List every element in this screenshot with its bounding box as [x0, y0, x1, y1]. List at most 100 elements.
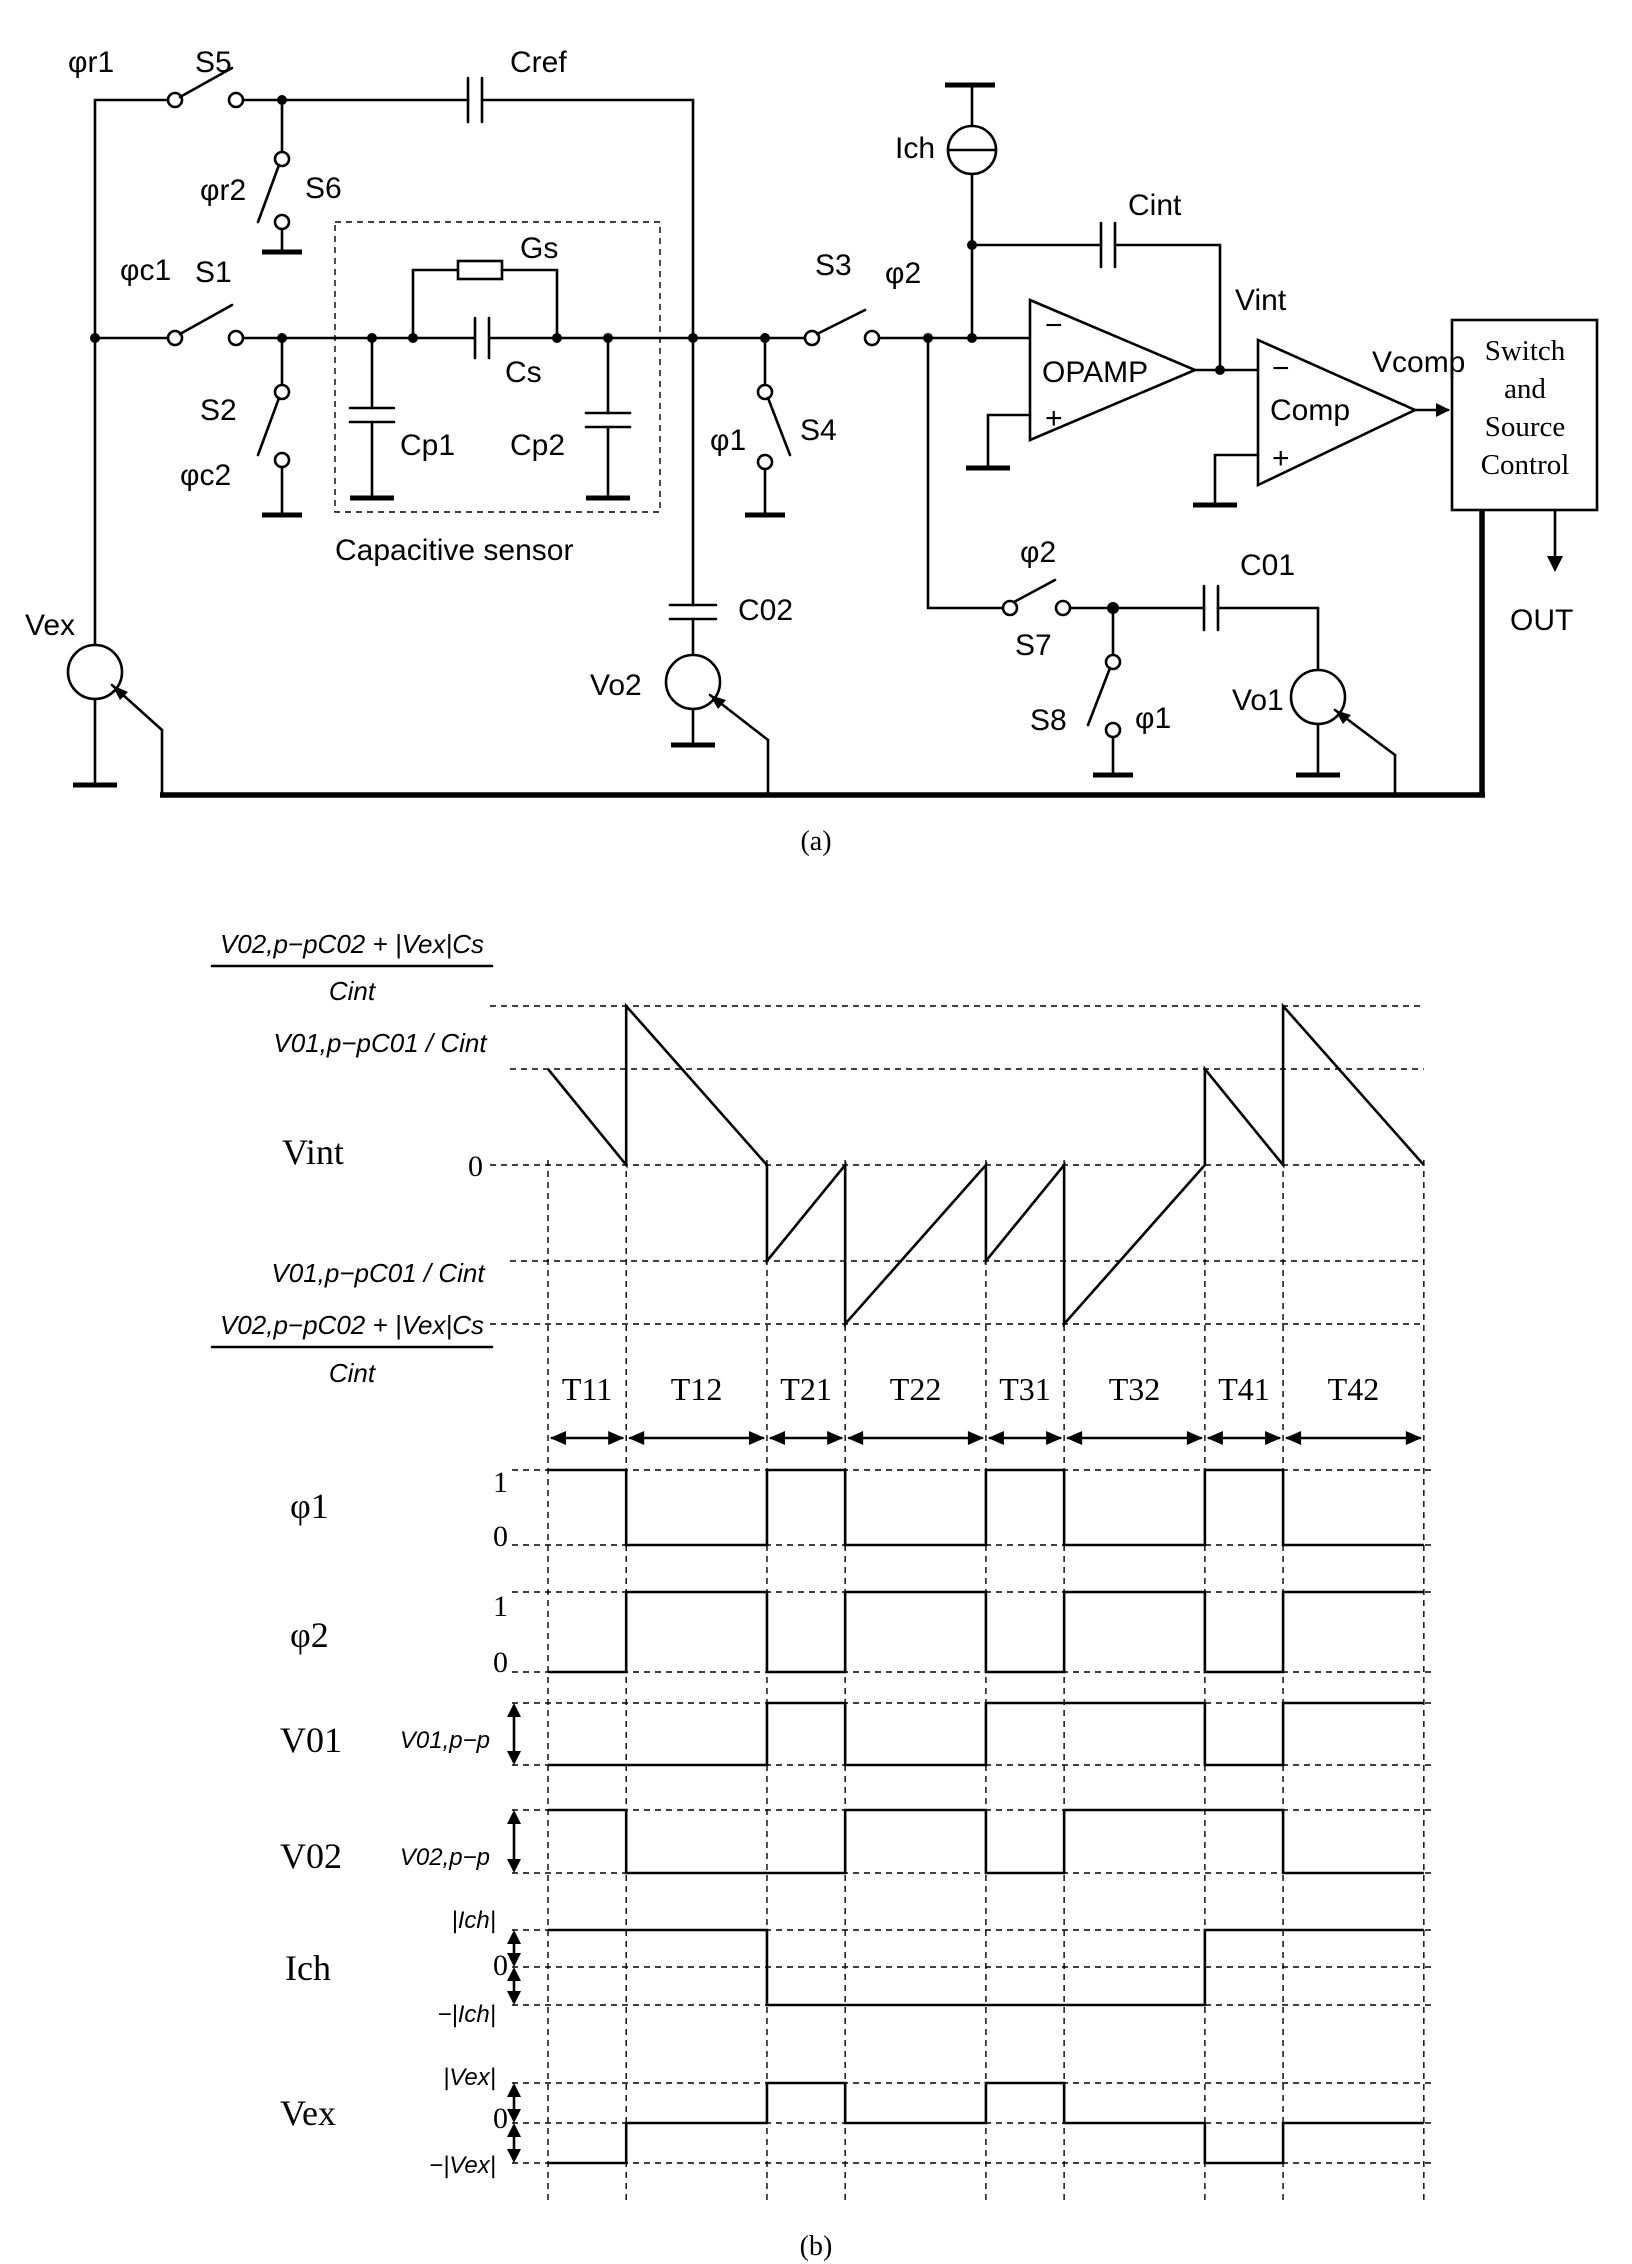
sensor-branch	[90, 221, 1032, 797]
grid-lines	[490, 1005, 1434, 2200]
interval-arrow-head	[847, 1431, 864, 1445]
comp-minus: −	[1272, 352, 1290, 385]
label-vo2: Vo2	[590, 669, 642, 702]
interval-arrow-head	[1265, 1431, 1282, 1445]
opamp-plus: +	[1045, 402, 1063, 435]
v02-amplitude-arrow-head	[507, 1859, 521, 1873]
opamp-label: OPAMP	[1042, 356, 1148, 389]
vex-pos: |Vex|	[443, 2064, 496, 2091]
interval-arrow-head	[827, 1431, 844, 1445]
v02-pp: V02,p−p	[400, 1844, 490, 1871]
interval-arrow-head	[608, 1431, 625, 1445]
v02-amplitude-arrow-head	[507, 1810, 521, 1824]
ich-neg-arrow-head	[507, 1991, 521, 2005]
label-s2: S2	[200, 394, 237, 427]
reference-branch	[93, 66, 695, 340]
vint-bottom-numerator: V02,p−pC02 + |Vex|Cs	[220, 1310, 484, 1340]
interval-arrow-head	[1046, 1431, 1063, 1445]
phi1-one: 1	[493, 1466, 508, 1499]
v01-amplitude-arrow-head	[507, 1703, 521, 1717]
vint-upper-level: V01,p−pC01 / Cint	[273, 1028, 488, 1058]
ich-pos-arrow-head	[507, 1930, 521, 1944]
vint-waveform	[546, 1002, 1425, 1328]
label-s7: S7	[1015, 629, 1052, 662]
comp-plus: +	[1272, 442, 1290, 475]
label-c02: C02	[738, 594, 793, 627]
ich-pos-arrow-head	[507, 1953, 521, 1967]
signal-phi1: φ1	[290, 1486, 329, 1526]
label-s3: S3	[815, 249, 852, 282]
label-gs: Gs	[520, 232, 558, 265]
phi2-one: 1	[493, 1590, 508, 1623]
offset-branch	[926, 336, 1397, 797]
label-phi2-s7: φ2	[1020, 536, 1056, 569]
vex-waveform	[548, 2081, 1424, 2165]
label-vo1: Vo1	[1232, 684, 1284, 717]
label-phi1-s4: φ1	[710, 424, 746, 457]
vex-zero: 0	[493, 2102, 508, 2135]
vex-neg-arrow-head	[507, 2123, 521, 2137]
label-s1: S1	[195, 256, 232, 289]
vint-zero-label: 0	[468, 1150, 483, 1183]
label-phi-r1: φr1	[68, 46, 114, 79]
label-c01: C01	[1240, 549, 1295, 582]
ich-zero: 0	[493, 1949, 508, 1982]
ich-pos: |Ich|	[452, 1907, 496, 1934]
opamp-minus: −	[1045, 309, 1063, 342]
control-line-2: and	[1504, 373, 1546, 405]
caption-a: (a)	[800, 826, 831, 857]
interval-arrow-head	[768, 1431, 785, 1445]
vint-top-numerator: V02,p−pC02 + |Vex|Cs	[220, 929, 484, 959]
vint-top-denominator: Cint	[329, 976, 377, 1006]
phi1-zero: 0	[493, 1520, 508, 1553]
signal-labels: Vint φ1 φ2 V01 V02 Ich Vex	[280, 1132, 344, 2133]
label-cp1: Cp1	[400, 429, 455, 462]
circuit-diagram: φr1 S5 Cref φr2 S6 φc1 S1 Gs Cs S2 φc2 C…	[25, 46, 1599, 857]
v02-waveform	[548, 1808, 1424, 1875]
vint-bottom-denominator: Cint	[329, 1358, 377, 1388]
phi1-waveform	[548, 1468, 1424, 1547]
interval-label: T21	[780, 1371, 832, 1407]
phi2-zero: 0	[493, 1646, 508, 1679]
v01-pp: V01,p−p	[400, 1727, 490, 1754]
signal-ich: Ich	[285, 1948, 331, 1988]
control-line-1: Switch	[1485, 335, 1566, 367]
comp-label: Comp	[1270, 394, 1350, 427]
interval-arrow-head	[748, 1431, 765, 1445]
label-vex: Vex	[25, 609, 75, 642]
interval-label: T31	[999, 1371, 1051, 1407]
label-ich: Ich	[895, 132, 935, 165]
amplitude-labels: V01,p−p V02,p−p |Ich| −|Ich| |Vex| −|Vex…	[400, 1727, 496, 2179]
caption-b: (b)	[800, 2231, 833, 2262]
interval-arrow-head	[967, 1431, 984, 1445]
label-cref: Cref	[510, 46, 567, 79]
waveforms	[507, 1002, 1425, 2165]
signal-phi2: φ2	[290, 1615, 329, 1655]
label-cint: Cint	[1128, 189, 1182, 222]
interval-arrow-head	[1066, 1431, 1083, 1445]
vex-neg-arrow-head	[507, 2149, 521, 2163]
ich-neg: −|Ich|	[438, 2001, 497, 2028]
vint-lower-level: V01,p−pC01 / Cint	[271, 1258, 486, 1288]
label-vcomp: Vcomp	[1372, 346, 1465, 379]
ich-waveform	[548, 1928, 1424, 2007]
interval-arrow-head	[987, 1431, 1004, 1445]
interval-label: T41	[1218, 1371, 1270, 1407]
vex-source	[66, 98, 164, 797]
v01-amplitude-arrow-head	[507, 1751, 521, 1765]
vex-neg: −|Vex|	[429, 2152, 496, 2179]
phi2-waveform	[548, 1590, 1424, 1674]
interval-label: T12	[671, 1371, 723, 1407]
interval-label: T11	[562, 1371, 612, 1407]
label-s4: S4	[800, 414, 837, 447]
signal-v02: V02	[280, 1836, 342, 1876]
interval-arrow-head	[1285, 1431, 1302, 1445]
label-phi1-s8: φ1	[1135, 702, 1171, 735]
label-phi-c2: φc2	[180, 459, 231, 492]
interval-arrow-head	[1186, 1431, 1203, 1445]
label-cp2: Cp2	[510, 429, 565, 462]
interval-arrow-head	[550, 1431, 566, 1445]
vex-pos-arrow-head	[507, 2109, 521, 2123]
signal-vint: Vint	[282, 1132, 344, 1172]
